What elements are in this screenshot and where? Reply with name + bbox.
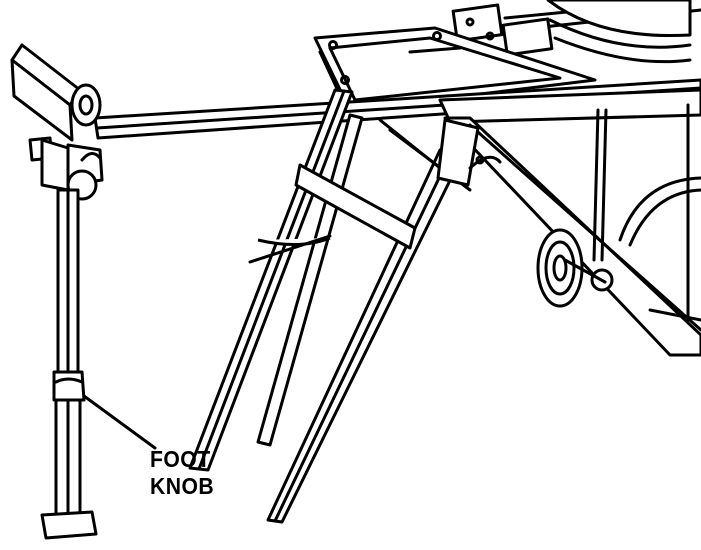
- foot-knob-label-line1: FOOT: [150, 446, 211, 472]
- saw-base: [451, 0, 701, 64]
- stand-legs: [188, 88, 472, 524]
- stand-top-frame: [313, 26, 597, 112]
- foot-knob-label: FOOT KNOB: [150, 446, 214, 500]
- foot-knob-label-line2: KNOB: [150, 473, 215, 499]
- stand-right-frame: [436, 88, 701, 357]
- extension-support-arm: [10, 43, 104, 540]
- callout-leader-line: [82, 394, 157, 450]
